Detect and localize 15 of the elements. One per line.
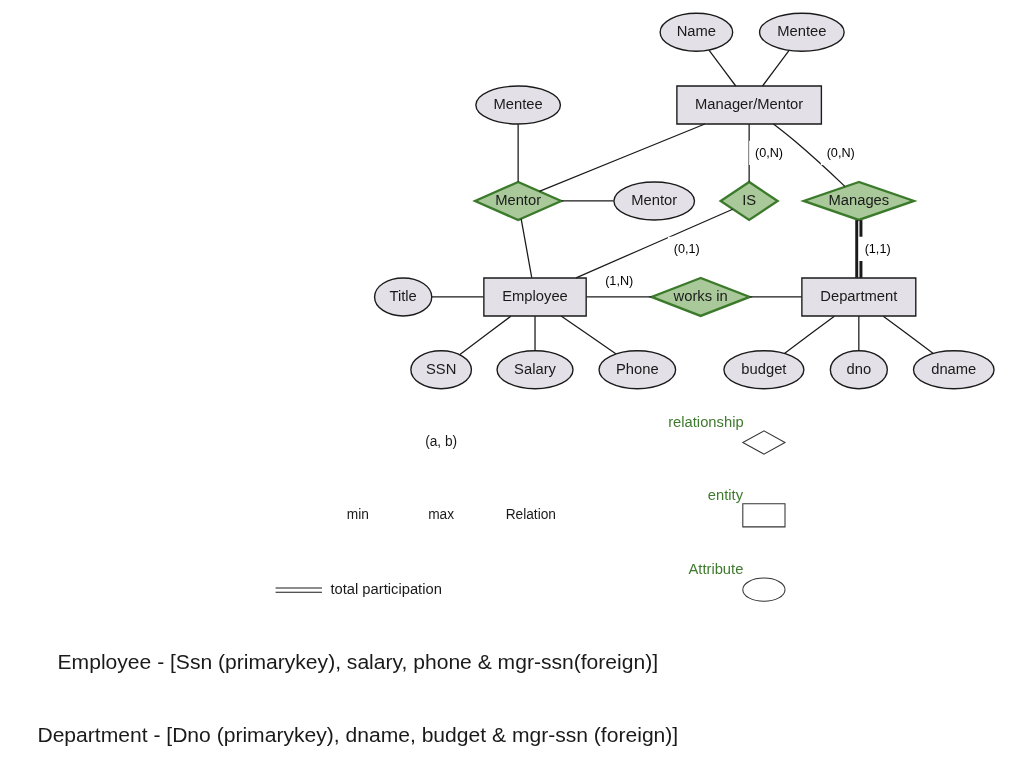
edge-label: (0,N) — [754, 145, 784, 160]
label: (a, b) — [425, 433, 458, 449]
label: min — [346, 506, 369, 522]
label: Department - [Dno (primarykey), dname, budget & mgr-ssn (foreign)] — [37, 722, 679, 746]
label: max — [428, 506, 455, 522]
label: Employee - [Ssn (primarykey), salary, phone & mgr-ssn(foreign)] — [57, 649, 659, 673]
legend-label: Attribute — [688, 560, 744, 577]
edge-label: (1,1) — [864, 241, 891, 256]
label: Relation — [505, 506, 556, 522]
legend-label: entity — [707, 486, 744, 503]
edge-label: (1,N) — [605, 273, 634, 288]
edge-label: (0,N) — [826, 145, 855, 160]
legend-label: total participation — [330, 580, 442, 597]
legend-label: relationship — [668, 413, 744, 430]
edge-label: (0,1) — [673, 241, 700, 256]
